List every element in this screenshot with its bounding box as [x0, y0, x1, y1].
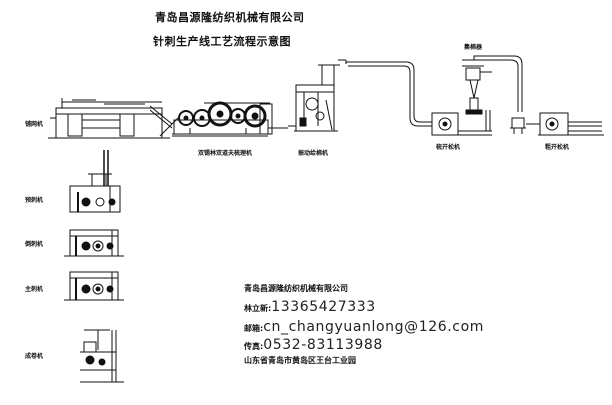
contact-fax: 0532-83113988	[263, 337, 383, 353]
label-pre-needle: 预刺机	[25, 197, 44, 204]
contact-email-label: 邮箱:	[244, 324, 264, 333]
contact-mobile: 13365427333	[271, 299, 376, 315]
contact-company: 青岛昌源隆纺织机械有限公司	[244, 284, 348, 293]
contact-mobile-label: 林立新:	[244, 304, 272, 313]
diagram-subtitle: 针刺生产线工艺流程示意图	[153, 35, 291, 48]
label-feed-hopper: 振动给棉机	[298, 150, 329, 157]
coarse-opener-drawing	[510, 113, 604, 135]
label-main-needle: 主刺机	[25, 286, 44, 293]
reverse-needle-loom-drawing	[64, 230, 124, 256]
cross-lapper-drawing	[48, 98, 178, 138]
company-title: 青岛昌源隆纺织机械有限公司	[155, 11, 305, 24]
contact-email-row: 邮箱:cn_changyuanlong@126.com	[244, 316, 484, 335]
opener-drawing	[432, 56, 522, 135]
contact-email: cn_changyuanlong@126.com	[263, 319, 484, 335]
label-condenser: 集棉器	[464, 44, 483, 51]
winder-drawing	[80, 330, 124, 382]
contact-address: 山东省青岛市黄岛区王台工业园	[244, 356, 356, 365]
label-fine-opener: 粗开松机	[545, 144, 570, 151]
hopper-feeder-drawing	[288, 60, 346, 131]
label-repeat-needle: 倒刺机	[25, 241, 44, 248]
label-winder: 成卷机	[25, 353, 44, 360]
contact-fax-row: 传真:0532-83113988	[244, 334, 383, 353]
contact-fax-label: 传真:	[244, 342, 264, 351]
main-needle-loom-drawing	[64, 272, 124, 300]
label-carding: 双锡林双道夫梳理机	[198, 150, 253, 157]
label-opener: 梳开松机	[436, 144, 461, 151]
contact-mobile-row: 林立新:13365427333	[244, 296, 376, 315]
carding-machine-drawing	[172, 103, 288, 136]
label-feeder: 铺网机	[25, 121, 44, 128]
pre-needle-loom-drawing	[70, 174, 120, 212]
